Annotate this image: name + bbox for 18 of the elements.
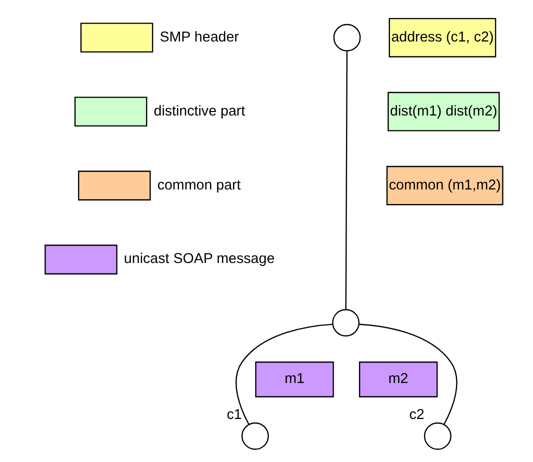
legend-label: unicast SOAP message: [124, 250, 275, 267]
legend-label: SMP header: [160, 28, 239, 45]
connector: [236, 323, 333, 424]
legend-label: common part: [157, 176, 241, 193]
node-label: c2: [409, 406, 424, 422]
node-circle: [241, 422, 269, 450]
legend-label: distinctive part: [154, 102, 246, 119]
node-circle: [424, 422, 452, 450]
node-circle: [332, 308, 360, 336]
connector: [358, 323, 458, 424]
connector: [345, 50, 348, 309]
node-box: dist(m1) dist(m2): [388, 91, 500, 131]
node-box: m1: [255, 361, 334, 397]
node-box: common (m1,m2): [386, 165, 504, 205]
node-box: address (c1, c2): [388, 17, 496, 57]
node-box: m2: [358, 361, 438, 397]
node-circle: [333, 23, 361, 51]
node-label: c1: [226, 406, 242, 422]
